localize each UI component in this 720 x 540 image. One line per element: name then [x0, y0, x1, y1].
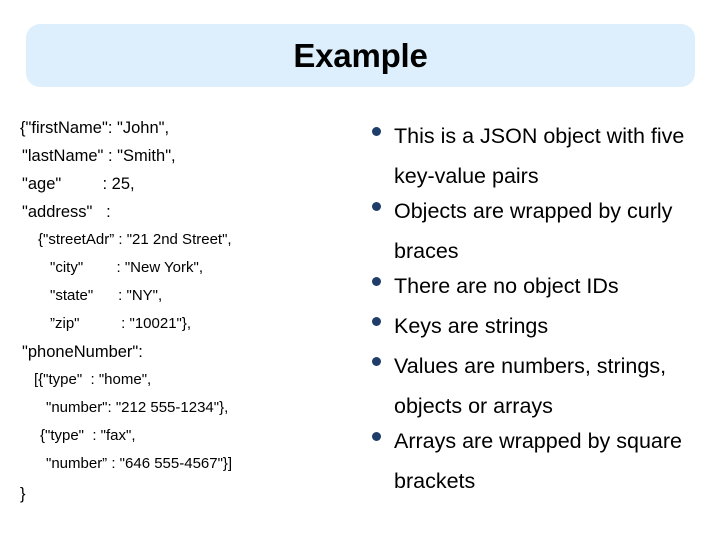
- list-item: Keys are strings: [368, 306, 698, 346]
- json-line: "number": "212 555-1234"},: [46, 399, 229, 416]
- bullet-dot-icon: [372, 127, 381, 136]
- bullet-list: This is a JSON object with five key-valu…: [368, 104, 708, 540]
- json-line: ”zip" : "10021"},: [50, 315, 192, 332]
- list-item-label: Objects are wrapped by curly braces: [394, 199, 673, 263]
- json-line: "phoneNumber":: [22, 343, 143, 361]
- json-line: "lastName" : "Smith",: [22, 147, 176, 165]
- bullet-dot-icon: [372, 317, 381, 326]
- bullet-dot-icon: [372, 357, 381, 366]
- bullet-dot-icon: [372, 432, 381, 441]
- json-line: {"streetAdr” : "21 2nd Street",: [38, 231, 232, 248]
- json-line: {"firstName": "John",: [20, 119, 170, 137]
- json-line: }: [20, 485, 26, 503]
- json-line: "age" : 25,: [22, 175, 135, 193]
- title-banner: Example: [26, 24, 695, 87]
- bullet-dot-icon: [372, 277, 381, 286]
- json-line: "state" : "NY",: [50, 287, 163, 304]
- list-item: This is a JSON object with five key-valu…: [368, 116, 698, 196]
- json-line: "address" :: [22, 203, 111, 221]
- json-line: "city" : "New York",: [50, 259, 204, 276]
- list-item-label: This is a JSON object with five key-valu…: [394, 124, 685, 188]
- slide-body: {"firstName": "John", "lastName" : "Smith…: [0, 104, 720, 540]
- bullet-dot-icon: [372, 202, 381, 211]
- json-line: [{"type" : "home",: [34, 371, 152, 388]
- page-title: Example: [293, 37, 428, 74]
- list-item: Values are numbers, strings, objects or …: [368, 346, 698, 426]
- json-line: "number” : "646 555-4567"}]: [46, 455, 233, 472]
- list-item-label: Values are numbers, strings, objects or …: [394, 354, 667, 418]
- json-line: {"type" : "fax",: [40, 427, 136, 444]
- list-item: There are no object IDs: [368, 266, 698, 306]
- list-item-label: Keys are strings: [394, 314, 549, 338]
- json-code-block: {"firstName": "John", "lastName" : "Smith…: [0, 104, 352, 540]
- list-item-label: There are no object IDs: [394, 274, 619, 298]
- list-item-label: Arrays are wrapped by square brackets: [394, 429, 683, 493]
- list-item: Objects are wrapped by curly braces: [368, 191, 698, 271]
- list-item: Arrays are wrapped by square brackets: [368, 421, 698, 501]
